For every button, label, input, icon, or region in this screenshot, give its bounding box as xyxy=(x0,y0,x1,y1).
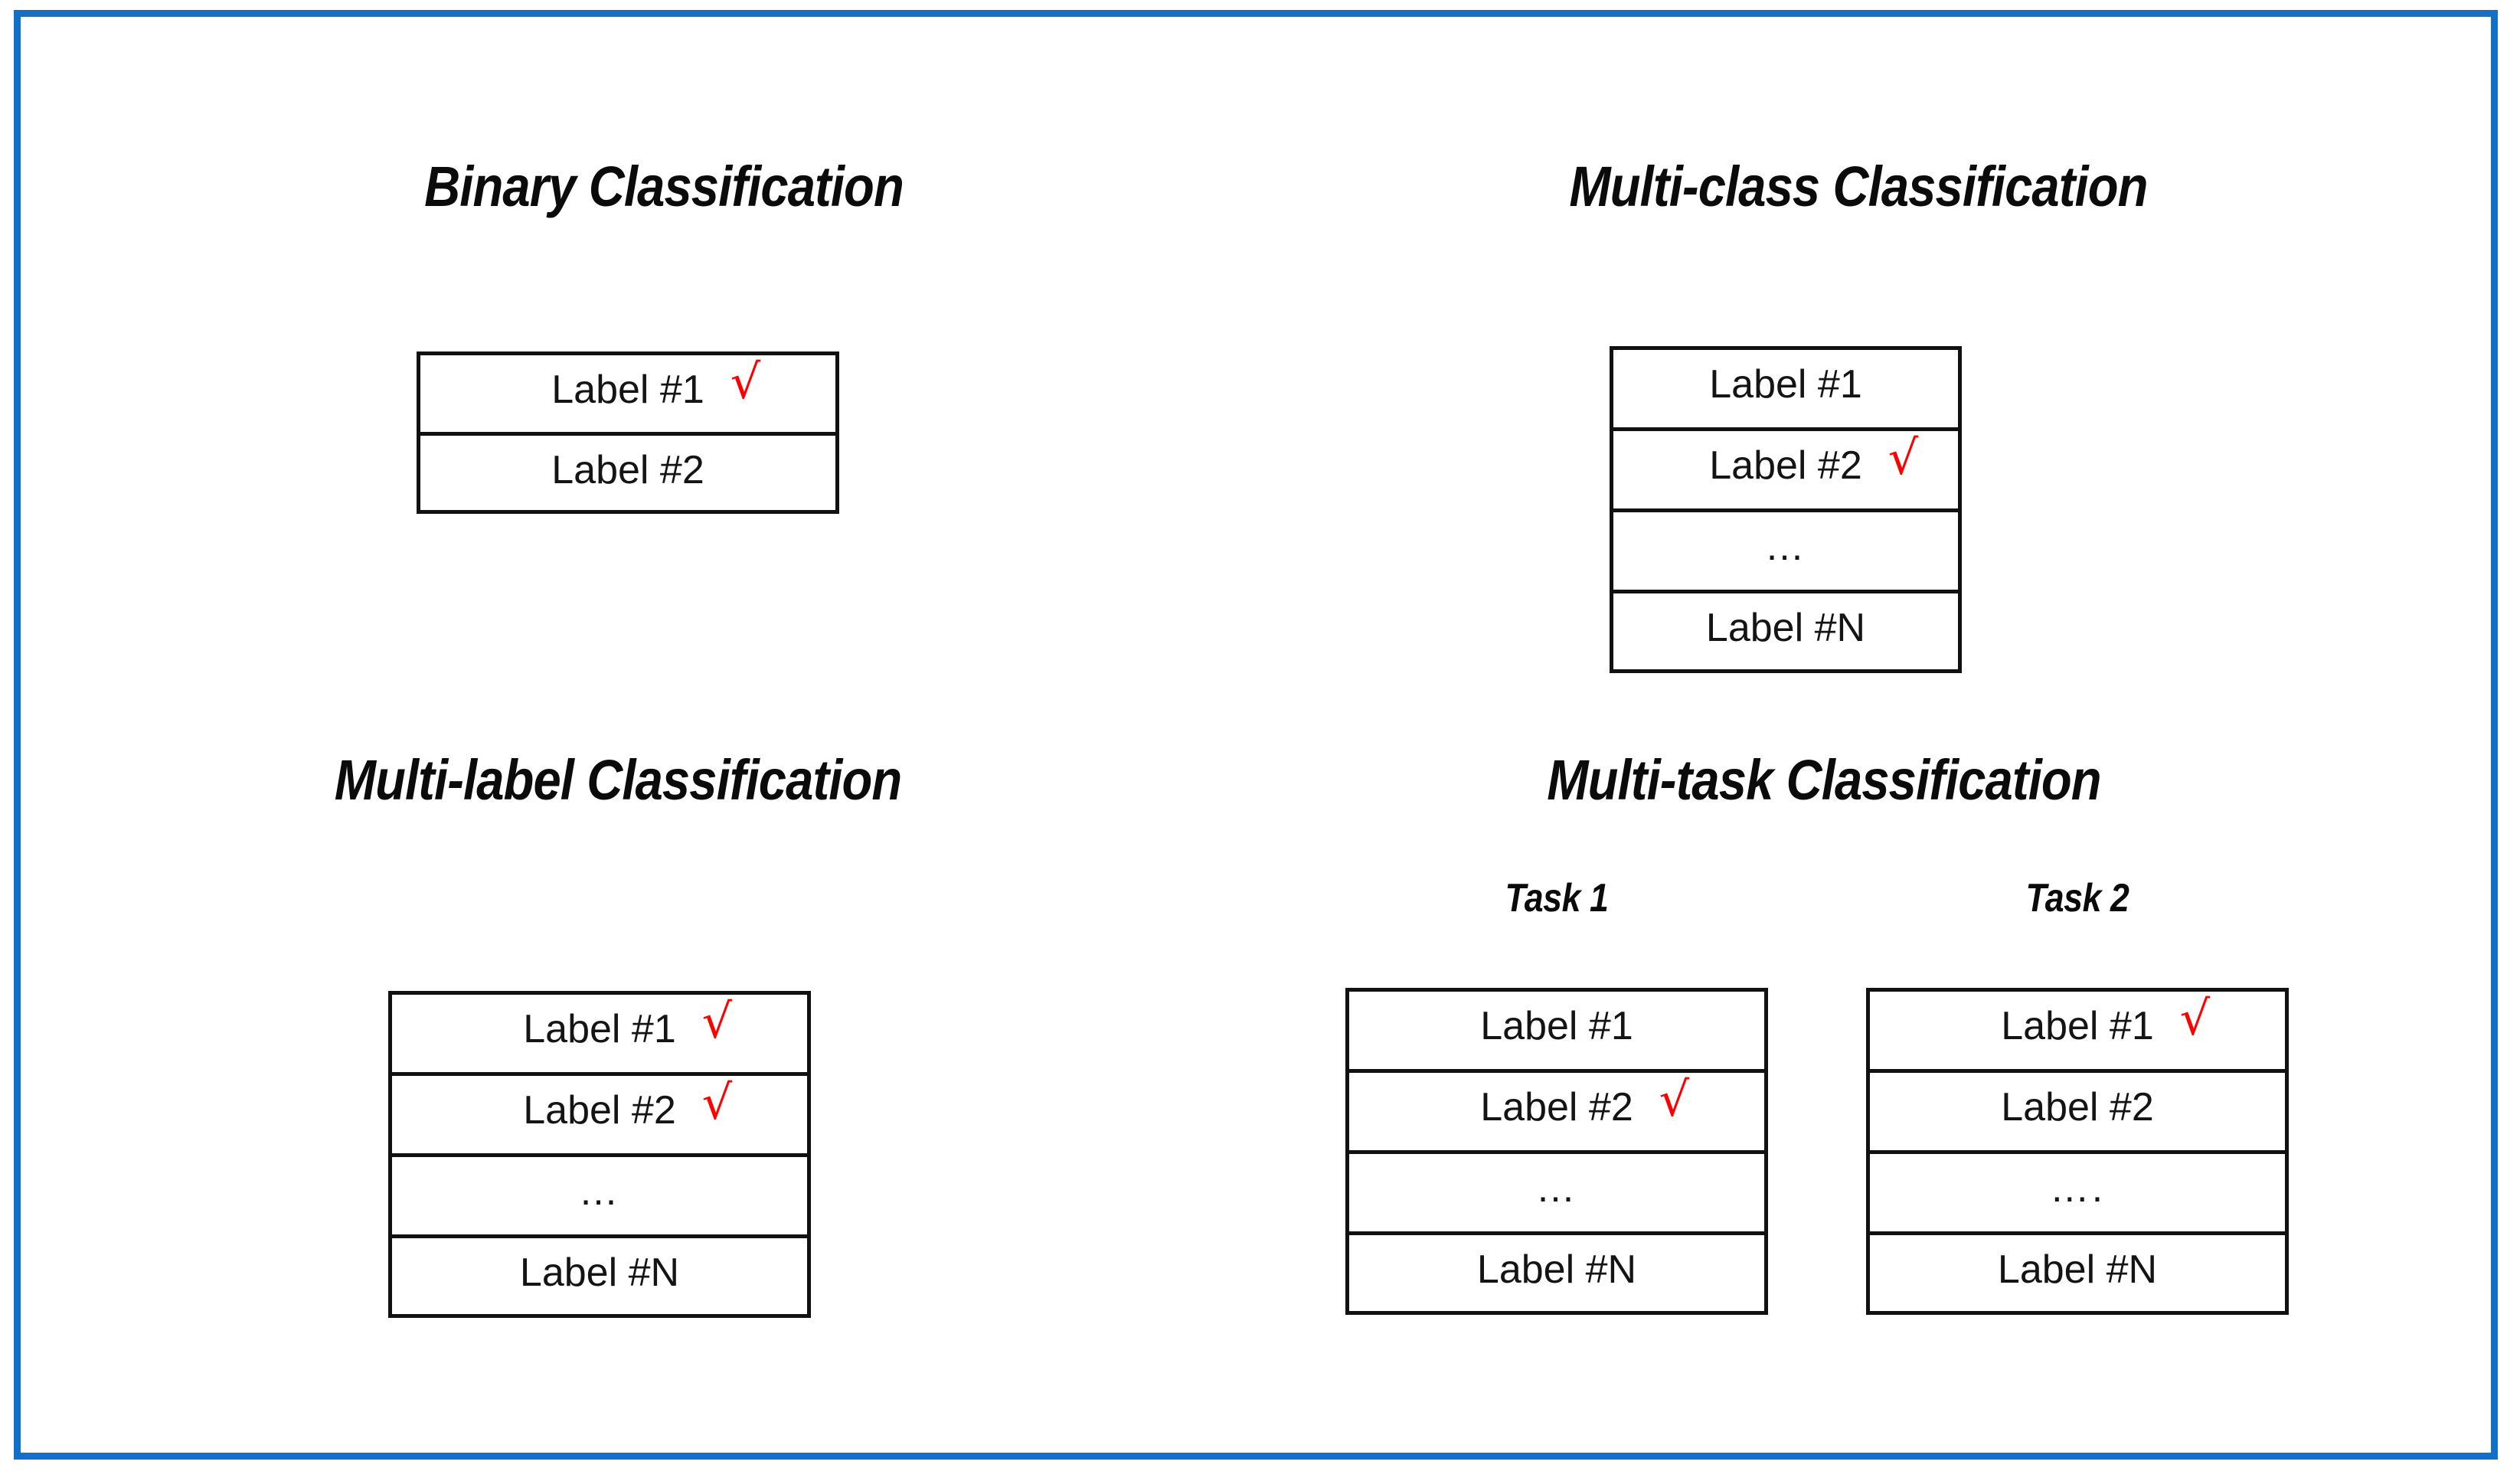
row-content: Label #1 √ xyxy=(1480,1004,1633,1048)
table-row[interactable]: …. √ xyxy=(1870,1154,2285,1235)
row-content: … √ xyxy=(579,1169,621,1214)
row-content: … √ xyxy=(1765,525,1807,569)
row-label: …. xyxy=(2049,1166,2106,1211)
table-row[interactable]: Label #1 √ xyxy=(420,355,835,436)
table-multi-class-labels: Label #1 √ Label #2 √ … √ Label #N xyxy=(1610,346,1962,673)
row-content: Label #N √ xyxy=(520,1251,679,1295)
row-content: Label #2 √ xyxy=(1480,1076,1689,1130)
check-icon: √ xyxy=(701,993,733,1049)
row-content: Label #N √ xyxy=(1477,1247,1636,1292)
table-row[interactable]: Label #1 √ xyxy=(392,995,807,1076)
row-label: Label #2 xyxy=(523,1088,676,1133)
row-content: Label #2 √ xyxy=(551,448,704,492)
table-row[interactable]: Label #2 √ xyxy=(1613,431,1958,512)
row-label: … xyxy=(1764,525,1807,569)
subtitle-task-1: Task 1 xyxy=(1505,876,1609,920)
row-content: … √ xyxy=(1536,1166,1578,1211)
row-label: Label #2 xyxy=(1709,443,1862,488)
table-row[interactable]: Label #2 √ xyxy=(1349,1073,1764,1154)
table-binary-labels: Label #1 √ Label #2 √ xyxy=(417,351,839,514)
table-row[interactable]: Label #2 √ xyxy=(1870,1073,2285,1154)
check-icon: √ xyxy=(1888,430,1919,485)
row-content: Label #1 √ xyxy=(523,998,732,1052)
check-icon: √ xyxy=(730,354,761,410)
row-label: Label #N xyxy=(519,1251,680,1295)
row-label: Label #2 xyxy=(1480,1085,1633,1130)
row-label: Label #1 xyxy=(551,368,704,412)
panel-title-binary: Binary Classification xyxy=(424,155,904,218)
row-label: Label #1 xyxy=(2001,1004,2154,1048)
table-row[interactable]: Label #2 √ xyxy=(392,1076,807,1157)
row-content: Label #2 √ xyxy=(2001,1085,2154,1130)
table-row[interactable]: Label #1 √ xyxy=(1349,992,1764,1073)
table-row[interactable]: Label #N √ xyxy=(1349,1235,1764,1311)
row-content: Label #2 √ xyxy=(1709,434,1918,489)
row-content: Label #1 √ xyxy=(2001,995,2210,1049)
table-row[interactable]: … √ xyxy=(392,1157,807,1238)
table-multi-label-labels: Label #1 √ Label #2 √ … √ Label #N xyxy=(388,991,811,1318)
table-row[interactable]: Label #1 √ xyxy=(1870,992,2285,1073)
check-icon: √ xyxy=(701,1074,733,1130)
subtitle-task-2: Task 2 xyxy=(2025,876,2129,920)
row-label: Label #1 xyxy=(523,1007,676,1051)
check-icon: √ xyxy=(2179,990,2211,1046)
row-label: Label #1 xyxy=(1480,1004,1633,1048)
row-label: … xyxy=(1535,1166,1578,1211)
row-label: … xyxy=(578,1169,621,1214)
row-content: Label #N √ xyxy=(1998,1247,2157,1292)
row-content: Label #1 √ xyxy=(1709,362,1862,407)
row-content: Label #1 √ xyxy=(551,358,760,413)
table-multi-task-task2: Label #1 √ Label #2 √ …. √ Label #N xyxy=(1866,988,2289,1315)
check-icon: √ xyxy=(1659,1071,1690,1127)
table-row[interactable]: Label #1 √ xyxy=(1613,350,1958,431)
table-row[interactable]: Label #N √ xyxy=(1613,593,1958,669)
row-label: Label #N xyxy=(1705,606,1866,650)
table-row[interactable]: … √ xyxy=(1349,1154,1764,1235)
panel-title-multi-class: Multi-class Classification xyxy=(1569,155,2148,218)
panel-title-multi-label: Multi-label Classification xyxy=(334,748,902,812)
row-label: Label #1 xyxy=(1709,362,1862,407)
table-multi-task-task1: Label #1 √ Label #2 √ … √ Label #N xyxy=(1345,988,1768,1315)
row-content: …. √ xyxy=(2050,1166,2105,1211)
table-row[interactable]: Label #2 √ xyxy=(420,436,835,514)
row-label: Label #2 xyxy=(551,448,704,492)
table-row[interactable]: … √ xyxy=(1613,512,1958,593)
table-row[interactable]: Label #N √ xyxy=(1870,1235,2285,1311)
row-label: Label #N xyxy=(1997,1247,2158,1292)
row-label: Label #2 xyxy=(2001,1085,2154,1130)
table-row[interactable]: Label #N √ xyxy=(392,1238,807,1314)
outer-border-frame: Binary Classification Label #1 √ Label #… xyxy=(14,10,2498,1460)
row-content: Label #2 √ xyxy=(523,1079,732,1133)
row-content: Label #N √ xyxy=(1706,606,1865,650)
panel-title-multi-task: Multi-task Classification xyxy=(1547,748,2101,812)
row-label: Label #N xyxy=(1476,1247,1637,1292)
